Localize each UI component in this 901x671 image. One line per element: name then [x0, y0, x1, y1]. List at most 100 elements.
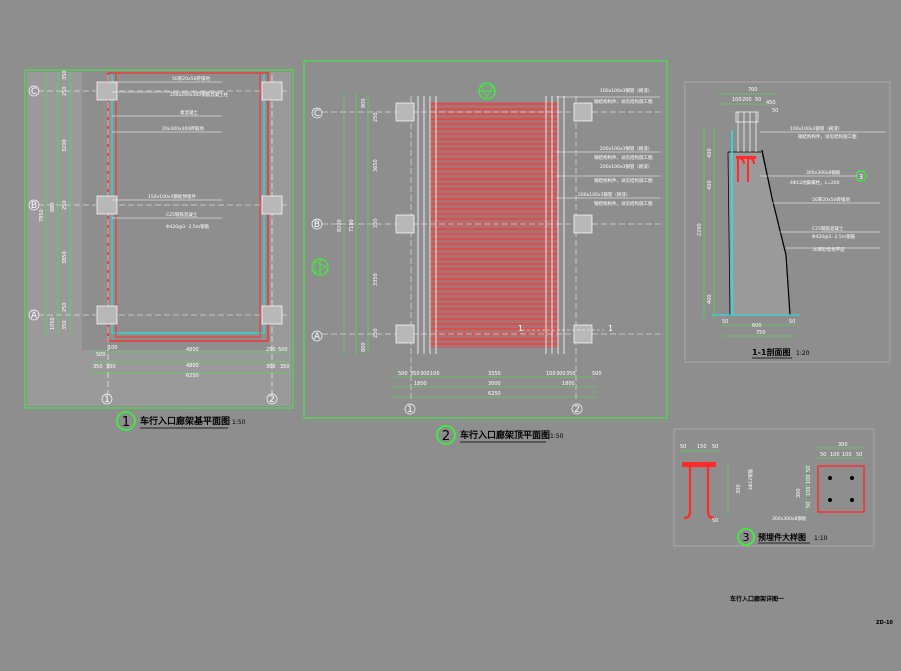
plan-2-bottom-dim-lines: [392, 376, 596, 398]
svg-text:3350: 3350: [373, 273, 379, 286]
svg-text:钢结构构件，详见结构施工图: 钢结构构件，详见结构施工图: [594, 98, 653, 105]
section-frame: [684, 81, 891, 363]
section-leaders: [760, 131, 886, 249]
section-column: [735, 111, 759, 152]
svg-text:1:50: 1:50: [550, 433, 564, 440]
svg-text:300: 300: [420, 371, 430, 377]
svg-text:6250: 6250: [186, 373, 199, 379]
svg-text:3350: 3350: [488, 371, 501, 377]
axis-label-2: 2: [269, 395, 275, 405]
svg-text:50厚20x50砖铺地: 50厚20x50砖铺地: [172, 75, 210, 82]
svg-text:500: 500: [398, 371, 408, 377]
svg-text:200x100x3钢管（刷漆）: 200x100x3钢管（刷漆）: [578, 191, 630, 198]
plan-1-bottom-dims: 100 500 4800 250 500 350 300 4800 300 35…: [93, 345, 290, 379]
svg-text:250: 250: [62, 302, 68, 312]
svg-text:400: 400: [707, 294, 713, 304]
svg-text:7100: 7100: [349, 219, 355, 232]
svg-text:350: 350: [280, 364, 290, 370]
svg-text:100: 100: [842, 452, 852, 458]
svg-text:100: 100: [108, 345, 118, 351]
svg-text:Φ420@1- 2.5m钢筋: Φ420@1- 2.5m钢筋: [166, 223, 210, 230]
svg-text:3: 3: [743, 531, 750, 544]
svg-text:C25钢筋混凝土: C25钢筋混凝土: [166, 211, 198, 218]
svg-text:7850: 7850: [39, 209, 45, 222]
section-title: 1-1剖面图 1:20: [752, 347, 810, 359]
svg-text:750: 750: [756, 330, 766, 336]
plan-2-leaders: [556, 96, 660, 199]
svg-text:250: 250: [62, 86, 68, 96]
svg-text:3200: 3200: [62, 139, 68, 152]
section-anchor: [737, 157, 755, 182]
svg-text:100x100x3钢管（刷漆）: 100x100x3钢管（刷漆）: [790, 125, 842, 132]
svg-text:1050: 1050: [50, 317, 56, 330]
svg-text:150: 150: [697, 444, 707, 450]
svg-text:400: 400: [707, 148, 713, 158]
svg-text:200x200x300钢筋混凝土柱: 200x200x300钢筋混凝土柱: [170, 91, 229, 98]
plan-2: C B A 1 2 800 250 3650 250 3350 250 800 …: [303, 60, 668, 445]
svg-text:350: 350: [410, 371, 420, 377]
svg-text:3850: 3850: [62, 251, 68, 264]
svg-text:50: 50: [772, 108, 778, 114]
plan-1-number: 1: [122, 415, 130, 430]
svg-text:50: 50: [820, 452, 826, 458]
svg-text:100: 100: [546, 371, 556, 377]
axis-label-b: B: [31, 201, 37, 211]
svg-text:钢结构构件，详见结构施工图: 钢结构构件，详见结构施工图: [594, 177, 653, 184]
svg-text:车行入口廊架顶平面图: 车行入口廊架顶平面图: [460, 429, 550, 441]
svg-text:500: 500: [592, 371, 602, 377]
plan-2-left-dim-lines: [343, 94, 369, 354]
svg-text:50厚20x50砖铺地: 50厚20x50砖铺地: [812, 196, 850, 203]
detail-dim-lines: [680, 447, 866, 514]
svg-text:100: 100: [806, 486, 812, 496]
svg-text:300: 300: [106, 364, 116, 370]
svg-text:2: 2: [574, 405, 580, 415]
svg-text:3650: 3650: [373, 159, 379, 172]
svg-text:钢结构构件，详见结构施工图: 钢结构构件，详见结构施工图: [594, 200, 653, 207]
svg-text:300x300x8钢板: 300x300x8钢板: [772, 515, 807, 522]
svg-text:400: 400: [707, 180, 713, 190]
svg-text:50: 50: [806, 502, 812, 508]
detail-notes: 4Φ12钢筋 300x300x8钢板: [747, 468, 807, 522]
plan-2-frame: [303, 60, 668, 419]
svg-text:50: 50: [789, 319, 795, 325]
svg-text:50: 50: [680, 444, 686, 450]
svg-text:100: 100: [732, 97, 742, 103]
svg-text:50: 50: [856, 452, 862, 458]
svg-text:250: 250: [266, 347, 276, 353]
plan-1-title-text: 车行入口廊架基平面图: [140, 415, 230, 427]
detail-plate-holes: [828, 476, 854, 502]
svg-text:250: 250: [373, 112, 379, 122]
plan-2-roof-area: [430, 102, 558, 348]
svg-text:1800: 1800: [414, 381, 427, 387]
svg-text:100: 100: [430, 371, 440, 377]
svg-text:1:10: 1:10: [814, 535, 828, 542]
svg-text:350: 350: [566, 371, 576, 377]
svg-text:300x300x8钢板: 300x300x8钢板: [806, 169, 841, 176]
svg-text:300: 300: [266, 364, 276, 370]
detail-plate: [817, 465, 865, 513]
svg-text:2: 2: [442, 429, 450, 444]
svg-text:B: B: [314, 220, 320, 230]
svg-text:素混凝土: 素混凝土: [180, 109, 198, 116]
plan-1-left-dims: 350 250 3200 250 3850 250 350 1050 880 7…: [39, 70, 68, 330]
svg-text:250: 250: [373, 218, 379, 228]
svg-text:100x100x3钢管（刷漆）: 100x100x3钢管（刷漆）: [600, 87, 652, 94]
svg-text:50: 50: [712, 518, 718, 524]
plan-1-left-dim-lines: [45, 72, 71, 335]
plan-1-axis-lines: [38, 75, 290, 395]
svg-text:1: 1: [608, 324, 613, 333]
svg-text:4Φ12钢筋: 4Φ12钢筋: [747, 468, 754, 490]
section-1-1: 700 100 200 50 450 50 400 400 2200 400 5…: [684, 81, 891, 363]
svg-text:500: 500: [278, 347, 288, 353]
plan-2-title: 2 车行入口廊架顶平面图 1:50: [436, 425, 564, 445]
plan-2-columns: [395, 102, 593, 344]
plan-1: C B A 1 2 350 250 3200 250 3850 250 350 …: [24, 69, 294, 431]
svg-text:4800: 4800: [186, 347, 199, 353]
section-dims: 700 100 200 50 450 50 400 400 2200 400 5…: [697, 87, 795, 336]
svg-text:300: 300: [556, 371, 566, 377]
plan-1-frame: [24, 69, 294, 409]
svg-text:450: 450: [766, 100, 776, 106]
plan-2-axis-bubbles: C B A 1 2: [311, 107, 583, 415]
svg-text:1: 1: [407, 405, 413, 415]
